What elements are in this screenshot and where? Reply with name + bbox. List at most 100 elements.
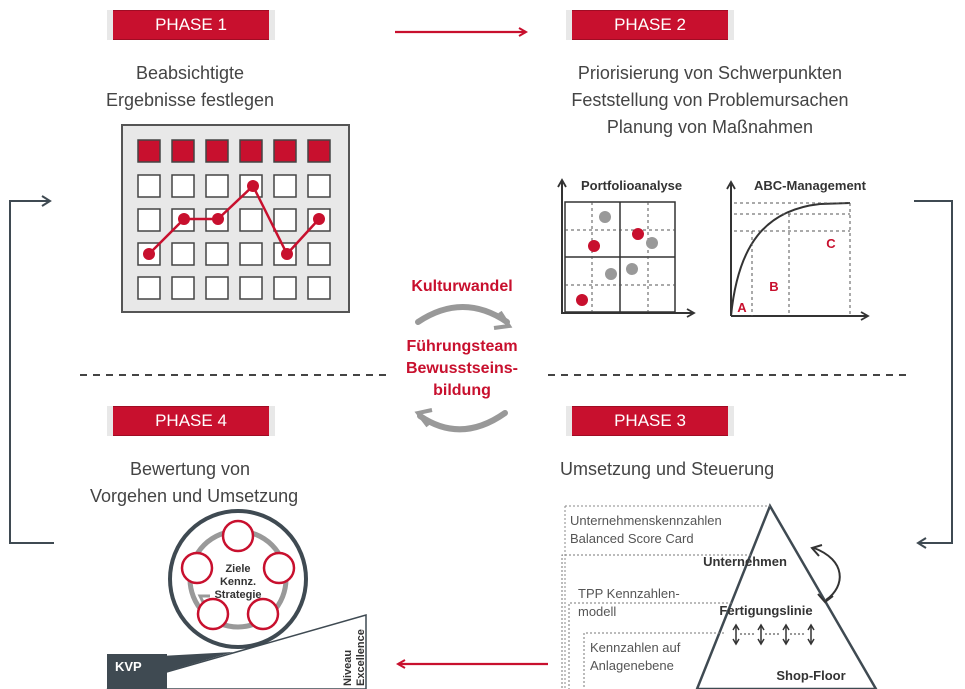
calendar-dot — [178, 213, 190, 225]
portfolio-dot — [632, 228, 644, 240]
calendar-cell — [273, 174, 297, 198]
phase-1-banner: PHASE 1 — [107, 10, 275, 40]
calendar-cell — [171, 276, 195, 300]
calendar-cell — [137, 139, 161, 163]
calendar-cell — [273, 139, 297, 163]
calendar-dot — [281, 248, 293, 260]
pyramid-link-arrows — [732, 623, 815, 646]
phase-4-label: PHASE 4 — [155, 411, 227, 430]
wheel-node — [180, 551, 214, 585]
calendar-cell — [239, 208, 263, 232]
pyramid-outline — [695, 503, 878, 689]
calendar-cell — [239, 276, 263, 300]
phase-4-banner: PHASE 4 — [107, 406, 275, 436]
box-fertigungslinie — [568, 602, 732, 689]
calendar-cell — [137, 174, 161, 198]
pyramid-box-label: Anlagenebene — [590, 658, 674, 673]
calendar-cell — [205, 174, 229, 198]
calendar-dot — [212, 213, 224, 225]
phase-4-line: Bewertung von — [129, 459, 251, 479]
wheel-center-line: Kennz. — [220, 576, 256, 588]
abc-curve — [730, 202, 851, 317]
phase-2-line: Planung von Maßnahmen — [606, 117, 814, 137]
calendar-cell — [137, 208, 161, 232]
calendar-cell — [239, 242, 263, 266]
phase-1-description: Beabsichtigte Ergebnisse festlegen — [90, 60, 290, 114]
abc-label-b: B — [769, 279, 778, 294]
center-line: Führungsteam — [406, 338, 517, 355]
wheel-node — [196, 597, 230, 631]
cycle-arrow-top — [415, 304, 510, 325]
wheel-center-line: Ziele — [225, 563, 250, 575]
center-line: bildung — [433, 382, 491, 399]
portfolio-dot — [599, 211, 611, 223]
pyramid-level-shopfloor: Shop-Floor — [776, 668, 845, 683]
phase-2-label: PHASE 2 — [614, 15, 686, 34]
pyramid-box-label: Kennzahlen auf — [590, 640, 681, 655]
cycle-arrow-top-head — [493, 310, 513, 330]
cycle-arrow-bottom-head — [414, 408, 433, 428]
phase-1-line: Beabsichtigte — [135, 63, 245, 83]
loop-arrow-right — [914, 200, 953, 549]
ramp-wedge — [106, 614, 367, 689]
calendar-cell — [205, 276, 229, 300]
calendar-cell — [171, 242, 195, 266]
calendar-cell — [273, 276, 297, 300]
calendar-cell — [137, 276, 161, 300]
pyramid-level-unternehmen: Unternehmen — [703, 554, 787, 569]
portfolio-axes — [561, 180, 658, 314]
portfolio-title: Portfolioanalyse — [581, 178, 682, 193]
calendar-cell — [273, 208, 297, 232]
calendar-cell — [307, 242, 331, 266]
calendar-cell — [307, 276, 331, 300]
wheel-node — [246, 597, 280, 631]
abc-label-c: C — [826, 236, 836, 251]
kvp-ramp: KVP Niveau Excellence — [106, 614, 367, 689]
phase-2-line: Priorisierung von Schwerpunkten — [577, 63, 843, 83]
cycle-arrow-bottom — [417, 410, 508, 433]
wheel-node — [262, 551, 296, 585]
loop-arrow-left — [9, 195, 54, 544]
kulturwandel-label: Kulturwandel — [411, 278, 512, 295]
kpi-pyramid: Unternehmen Fertigungslinie Shop-Floor U… — [561, 503, 878, 689]
portfolio-dot — [626, 263, 638, 275]
kvp-label: KVP — [115, 659, 142, 674]
calendar-cell — [171, 139, 195, 163]
phase-3-description: Umsetzung und Steuerung — [560, 456, 774, 483]
box-shopfloor — [583, 632, 724, 689]
pyramid-box-label: Unternehmenskennzahlen — [570, 513, 722, 528]
phase-4-description: Bewertung von Vorgehen und Umsetzung — [90, 456, 299, 510]
phase-3-banner: PHASE 3 — [566, 406, 734, 436]
abc-label-a: A — [737, 300, 747, 315]
phase-2-line: Feststellung von Problemursachen — [571, 90, 849, 110]
calendar-cell — [239, 139, 263, 163]
phase-2-description: Priorisierung von Schwerpunkten Feststel… — [540, 60, 880, 141]
portfolio-dot — [605, 268, 617, 280]
niveau-line: Excellence — [355, 629, 367, 686]
calendar-dot — [247, 180, 259, 192]
phase-1-label: PHASE 1 — [155, 15, 227, 34]
phase-4-line: Vorgehen und Umsetzung — [90, 486, 299, 506]
calendar-dot — [313, 213, 325, 225]
abc-chart: ABC-Management A B C — [726, 178, 870, 321]
portfolio-dot — [646, 237, 658, 249]
niveau-line: Niveau — [342, 650, 354, 686]
calendar-cell — [307, 139, 331, 163]
phase-2-banner: PHASE 2 — [566, 10, 734, 40]
box-unternehmen — [561, 554, 751, 689]
pyramid-box-label: modell — [578, 604, 616, 619]
center-line: Bewusstseins- — [406, 360, 518, 377]
calendar-cell — [205, 242, 229, 266]
pyramid-box-label: TPP Kennzahlen- — [578, 586, 680, 601]
wheel-center-line: Strategie — [214, 589, 261, 601]
calendar-cell — [171, 174, 195, 198]
wheel-node — [221, 519, 255, 553]
pyramid-level-fertigungslinie: Fertigungslinie — [719, 603, 812, 618]
portfolio-chart: Portfolioanalyse — [557, 178, 696, 318]
phase-3-label: PHASE 3 — [614, 411, 686, 430]
portfolio-dot — [576, 294, 588, 306]
pyramid-feedback-arrow — [813, 547, 841, 601]
kvp-wheel: Ziele Kennz. Strategie — [168, 509, 308, 649]
